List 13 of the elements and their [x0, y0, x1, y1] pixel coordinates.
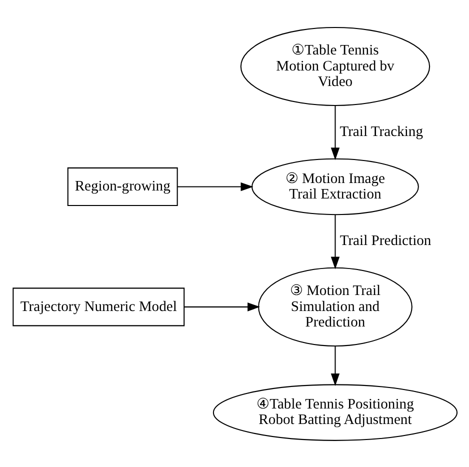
node-box: Trajectory Numeric Model: [12, 287, 184, 326]
node-ellipse: ③ Motion Trail Simulation and Prediction: [258, 266, 412, 346]
arrow: [330, 105, 340, 160]
arrow: [176, 182, 253, 191]
arrow: [184, 302, 260, 311]
node-ellipse: ④Table Tennis Positioning Robot Batting Adjustment: [212, 384, 458, 440]
node-ellipse: ② Motion Image Trail Extraction: [251, 158, 418, 215]
arrow: [330, 346, 340, 386]
edge-label: Trail Tracking: [339, 123, 423, 140]
arrow: [330, 214, 340, 269]
node-ellipse: ①Table Tennis Motion Captured bv Video: [240, 26, 430, 106]
node-box: Region-growing: [66, 166, 178, 206]
edge-label: Trail Prediction: [339, 232, 431, 249]
